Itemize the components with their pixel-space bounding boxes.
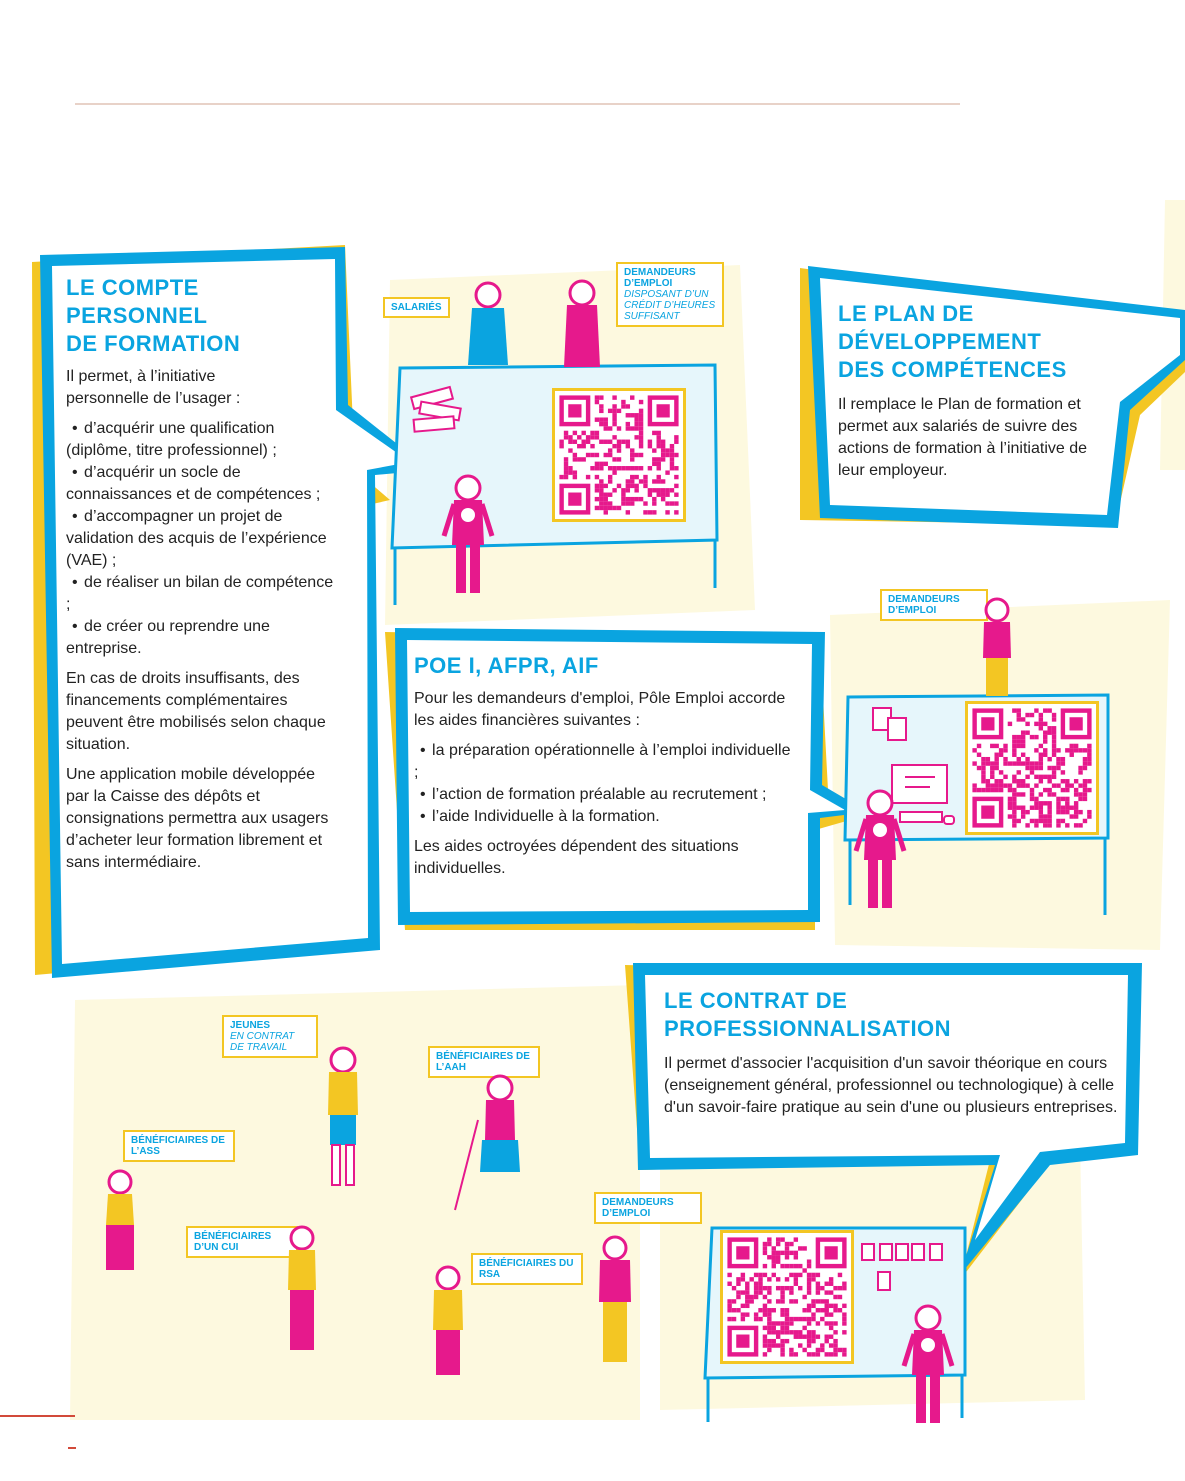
pro-block: LE CONTRAT DE PROFESSIONNALISATION Il pe… bbox=[664, 987, 1124, 1119]
tag-demandeurs-2: DEMANDEURS D’EMPLOI bbox=[594, 1192, 702, 1224]
cpf-title: LE COMPTE PERSONNEL DE FORMATION bbox=[66, 275, 241, 356]
list-item: de créer ou reprendre une entreprise. bbox=[66, 616, 336, 660]
cpf-block: LE COMPTE PERSONNEL DE FORMATION Il perm… bbox=[66, 274, 336, 882]
tag-demandeurs-1: DEMANDEURS D’EMPLOI bbox=[880, 589, 988, 621]
info-icon bbox=[873, 823, 887, 837]
person-jeune bbox=[328, 1046, 358, 1186]
poe-list: la préparation opérationnelle à l’emploi… bbox=[414, 740, 799, 828]
pro-text: Il permet d'associer l'acquisition d'un … bbox=[664, 1055, 1118, 1116]
list-item: l’action de formation préalable au recru… bbox=[414, 784, 799, 806]
poe-title: POE I, AFPR, AIF bbox=[414, 653, 599, 678]
tag-salaries: SALARIÉS bbox=[383, 297, 450, 318]
pro-bubble bbox=[645, 975, 1128, 1240]
person-demandeur-2 bbox=[599, 1235, 631, 1362]
cpf-list: d’acquérir une qualification (diplôme, t… bbox=[66, 418, 336, 660]
pro-title: LE CONTRAT DE PROFESSIONNALISATION bbox=[664, 988, 952, 1041]
poe-intro: Pour les demandeurs d'emploi, Pôle Emplo… bbox=[414, 690, 786, 729]
qr-code-icon[interactable] bbox=[720, 1230, 854, 1364]
plan-text: Il remplace le Plan de formation et perm… bbox=[838, 396, 1088, 479]
computer-icon bbox=[891, 764, 955, 825]
person-rsa bbox=[433, 1265, 463, 1375]
footer-dash bbox=[68, 1447, 76, 1449]
document-icon bbox=[861, 707, 943, 1291]
tag-rsa: BÉNÉFICIAIRES DU RSA bbox=[471, 1253, 583, 1285]
person-advisor-middle bbox=[856, 791, 904, 908]
list-item: la préparation opérationnelle à l’emploi… bbox=[414, 740, 799, 784]
info-icon bbox=[921, 1338, 935, 1352]
person-advisor-top bbox=[444, 476, 492, 593]
person-demandeur-credit bbox=[564, 279, 600, 367]
qr-code-icon[interactable] bbox=[552, 388, 686, 522]
person-demandeur-1 bbox=[983, 597, 1011, 696]
tag-aah: BÉNÉFICIAIRES DE L’AAH bbox=[428, 1046, 540, 1078]
info-icon bbox=[461, 508, 475, 522]
list-item: d’acquérir un socle de connaissances et … bbox=[66, 462, 336, 506]
plan-block: LE PLAN DE DÉVELOPPEMENT DES COMPÉTENCES… bbox=[838, 300, 1103, 482]
top-divider bbox=[75, 103, 960, 105]
person-aah bbox=[454, 1074, 520, 1211]
ticket-icon bbox=[409, 385, 462, 433]
plan-title: LE PLAN DE DÉVELOPPEMENT DES COMPÉTENCES bbox=[838, 301, 1067, 382]
person-salarie bbox=[468, 281, 508, 365]
poe-block: POE I, AFPR, AIF Pour les demandeurs d'e… bbox=[414, 652, 799, 888]
tag-cui: BÉNÉFICIAIRES D’UN CUI bbox=[186, 1226, 298, 1258]
poe-outro: Les aides octroyées dépendent des situat… bbox=[414, 838, 739, 877]
list-item: de réaliser un bilan de compétence ; bbox=[66, 572, 336, 616]
tag-demandeurs-credit: DEMANDEURS D’EMPLOI DISPOSANT D’UN CRÉDI… bbox=[616, 262, 724, 327]
list-item: d’accompagner un projet de validation de… bbox=[66, 506, 336, 572]
footer-line bbox=[0, 1415, 75, 1417]
poe-body: Pour les demandeurs d'emploi, Pôle Emplo… bbox=[414, 688, 799, 880]
person-ass bbox=[106, 1169, 134, 1270]
person-advisor-bottom bbox=[904, 1306, 952, 1423]
plan-bubble bbox=[820, 278, 1180, 515]
list-item: d’acquérir une qualification (diplôme, t… bbox=[66, 418, 336, 462]
list-item: l’aide Individuelle à la formation. bbox=[414, 806, 799, 828]
cpf-para-app: Une application mobile développée par la… bbox=[66, 766, 329, 871]
person-cui bbox=[288, 1225, 316, 1350]
tag-ass: BÉNÉFICIAIRES DE L’ASS bbox=[123, 1130, 235, 1162]
tag-jeunes: JEUNES EN CONTRAT DE TRAVAIL bbox=[222, 1015, 318, 1058]
qr-code-icon[interactable] bbox=[965, 701, 1099, 835]
cpf-para-funding: En cas de droits insuffisants, des finan… bbox=[66, 670, 326, 753]
